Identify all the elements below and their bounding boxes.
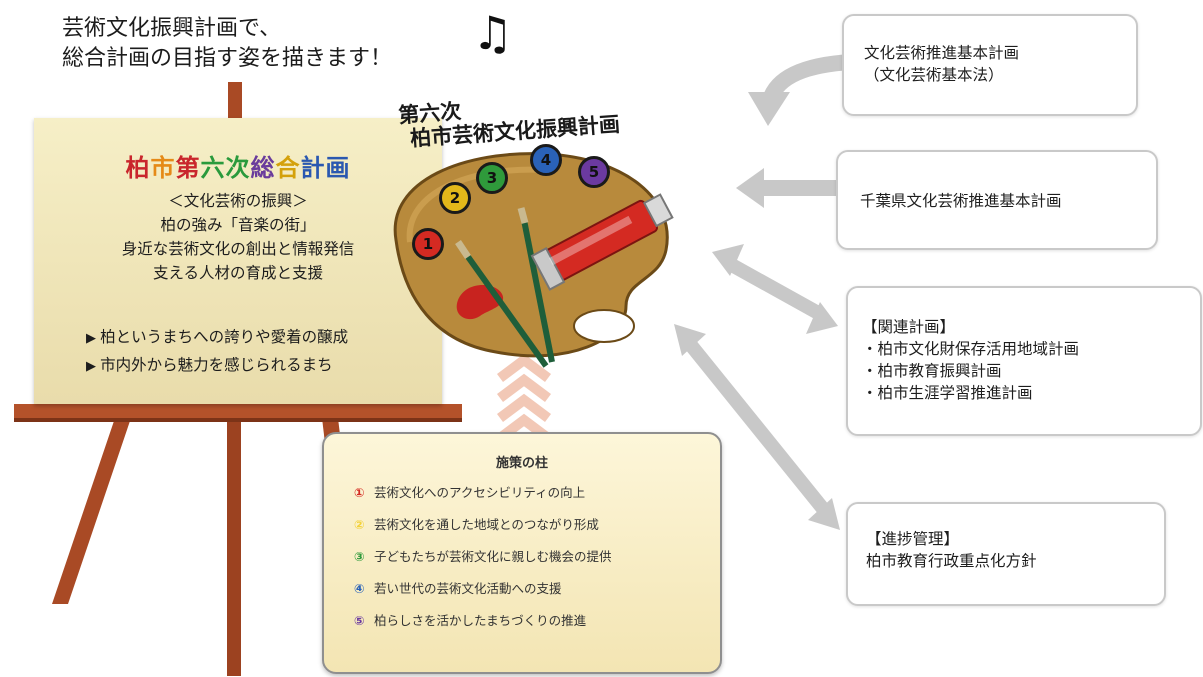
headline-line-1: 芸術文化振興計画で、 xyxy=(62,16,282,41)
related-box-basic-plan: 文化芸術推進基本計画 （文化芸術基本法） xyxy=(842,14,1138,116)
easel-leg-left xyxy=(52,418,131,604)
easel-title-char-3: 第 xyxy=(175,154,201,182)
easel-title-char-6: 総 xyxy=(250,154,276,182)
easel-top-post xyxy=(228,82,242,122)
related-box-basic-plan-line-1: 文化芸術推進基本計画 xyxy=(864,44,1020,62)
policy-pillars-box: 施策の柱 ① 芸術文化へのアクセシビリティの向上 ② 芸術文化を通した地域とのつなが… xyxy=(322,432,722,674)
easel-leg-center xyxy=(227,418,241,676)
pillar-number-3: ③ xyxy=(354,549,365,564)
paint-tube-icon xyxy=(530,193,674,291)
palette-dot-label-2: 2 xyxy=(449,189,461,207)
palette-dot-label-3: 3 xyxy=(486,169,498,187)
progress-heading: 【進捗管理】 xyxy=(866,530,960,548)
music-note-icon: ♫ xyxy=(472,6,514,60)
arrow-box1-head xyxy=(748,92,790,126)
pillar-text-5: 柏らしさを活かしたまちづくりの推進 xyxy=(374,613,587,628)
easel-bullet-1: 柏というまちへの誇りや愛着の醸成 xyxy=(86,324,348,352)
headline: 芸術文化振興計画で、 総合計画の目指す姿を描きます！ xyxy=(62,14,392,74)
easel-title-char-2: 市 xyxy=(150,154,176,182)
related-plan-item-2: ・柏市教育振興計画 xyxy=(862,362,1002,380)
easel-subtitle: ＜文化芸術の振興＞ xyxy=(168,192,308,210)
easel-ledge xyxy=(14,404,462,420)
related-plan-item-1: ・柏市文化財保存活用地域計画 xyxy=(862,340,1080,358)
palette-dot-3: 3 xyxy=(476,162,508,194)
palette-dot-2: 2 xyxy=(439,182,471,214)
palette-thumb-hole xyxy=(573,309,635,343)
arrow-box3 xyxy=(726,257,824,321)
arrow-box4 xyxy=(684,339,830,515)
chevron-stack-icon xyxy=(497,353,551,442)
arrow-box3-head-start xyxy=(712,244,744,276)
easel-title-char-7: 合 xyxy=(275,154,301,182)
palette-dot-5: 5 xyxy=(578,156,610,188)
easel-title-char-8: 計 xyxy=(300,154,326,182)
easel-title-char-5: 次 xyxy=(225,154,251,182)
pillar-number-5: ⑤ xyxy=(354,613,365,628)
easel-line-strength: 柏の強み「音楽の街」 xyxy=(160,216,316,234)
pillar-item-1: ① 芸術文化へのアクセシビリティの向上 xyxy=(354,484,585,502)
related-box-progress: 【進捗管理】 柏市教育行政重点化方針 xyxy=(846,502,1166,606)
easel-line-support: 支える人材の育成と支援 xyxy=(152,264,324,282)
related-plan-item-3: ・柏市生涯学習推進計画 xyxy=(862,384,1033,402)
palette-dot-label-4: 4 xyxy=(540,151,552,169)
arrow-box2-head xyxy=(736,168,764,208)
pillar-text-4: 若い世代の芸術文化活動への支援 xyxy=(374,581,562,596)
pillar-number-4: ④ xyxy=(354,581,365,596)
pillar-text-3: 子どもたちが芸術文化に親しむ機会の提供 xyxy=(374,549,612,564)
related-box-chiba-plan: 千葉県文化芸術推進基本計画 xyxy=(836,150,1158,250)
related-box-chiba-plan-line: 千葉県文化芸術推進基本計画 xyxy=(860,192,1062,210)
palette-dot-4: 4 xyxy=(530,144,562,176)
pillar-item-2: ② 芸術文化を通した地域とのつながり形成 xyxy=(354,516,599,534)
pillar-text-1: 芸術文化へのアクセシビリティの向上 xyxy=(374,485,586,500)
brush-2 xyxy=(517,207,555,363)
easel-line-creation: 身近な芸術文化の創出と情報発信 xyxy=(121,240,355,258)
pillar-number-1: ① xyxy=(354,485,365,500)
palette-dot-label-1: 1 xyxy=(422,235,434,253)
easel-bullets: 柏というまちへの誇りや愛着の醸成 市内外から魅力を感じられるまち xyxy=(86,324,348,380)
easel-title: 柏市第六次総合計画 xyxy=(34,148,442,183)
pillar-item-3: ③ 子どもたちが芸術文化に親しむ機会の提供 xyxy=(354,548,612,566)
pillar-item-5: ⑤ 柏らしさを活かしたまちづくりの推進 xyxy=(354,612,586,630)
pillar-item-4: ④ 若い世代の芸術文化活動への支援 xyxy=(354,580,562,598)
palette-dot-1: 1 xyxy=(412,228,444,260)
pillar-number-2: ② xyxy=(354,517,365,532)
related-box-related-plans: 【関連計画】 ・柏市文化財保存活用地域計画 ・柏市教育振興計画 ・柏市生涯学習推… xyxy=(846,286,1202,436)
easel-canvas: 柏市第六次総合計画 ＜文化芸術の振興＞ 柏の強み「音楽の街」 身近な芸術文化の創… xyxy=(34,118,442,404)
headline-line-2: 総合計画の目指す姿を描きます！ xyxy=(62,46,393,71)
brush-1 xyxy=(455,240,549,368)
easel-title-char-4: 六 xyxy=(200,154,226,182)
progress-item: 柏市教育行政重点化方針 xyxy=(866,552,1037,570)
palette-dot-label-5: 5 xyxy=(588,163,600,181)
easel-title-char-9: 画 xyxy=(325,154,351,182)
easel-title-char-1: 柏 xyxy=(125,154,151,182)
policy-pillars-title: 施策の柱 xyxy=(495,456,548,471)
arrow-box3-head-end xyxy=(806,302,838,334)
easel-bullet-2: 市内外から魅力を感じられるまち xyxy=(86,352,348,380)
related-plans-heading: 【関連計画】 xyxy=(862,318,956,336)
pillar-text-2: 芸術文化を通した地域とのつながり形成 xyxy=(374,517,599,532)
arrow-box4-head-end xyxy=(808,498,840,530)
arrow-box4-head-start xyxy=(674,324,706,356)
arrow-box2 xyxy=(760,180,842,196)
related-box-basic-plan-line-2: （文化芸術基本法） xyxy=(864,66,1004,84)
